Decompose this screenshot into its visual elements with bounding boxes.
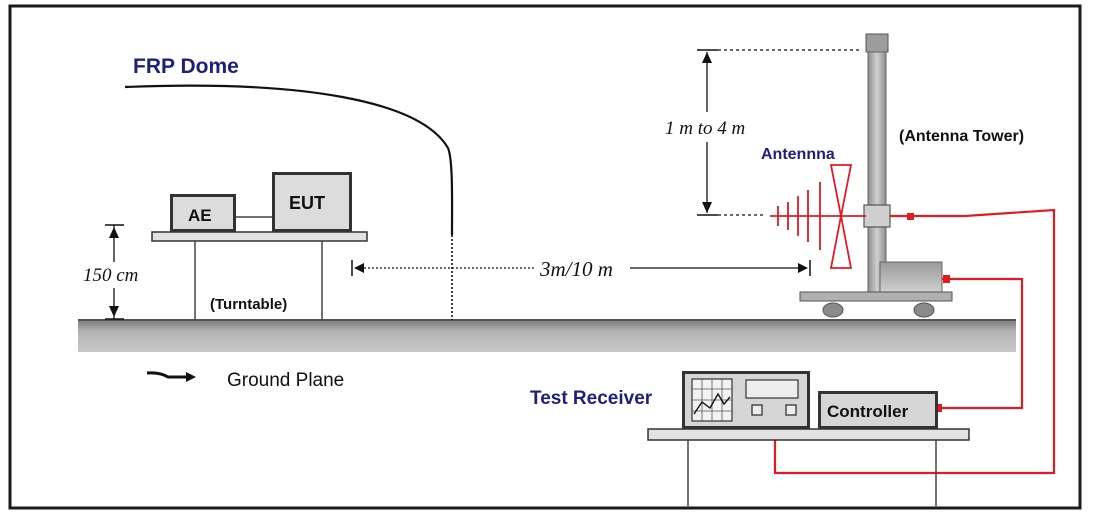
turntable-top (151, 231, 368, 242)
antenna-tower-label: (Antenna Tower) (899, 128, 1024, 145)
antenna-cable (773, 208, 1056, 475)
frp-dome-label: FRP Dome (133, 55, 239, 78)
tower-wheel (913, 302, 935, 318)
ground-plane-label: Ground Plane (227, 370, 344, 391)
tower-base-box (879, 261, 943, 293)
controller-box (821, 394, 935, 426)
tower-base-plate (799, 291, 953, 302)
turntable-label: (Turntable) (210, 296, 287, 313)
antenna-mount (863, 204, 891, 228)
ground-plane (78, 320, 1016, 352)
height-range-label: 1 m to 4 m (665, 118, 745, 139)
log-periodic-antenna-icon (770, 164, 866, 269)
diagram-frame (8, 4, 1082, 510)
curved-arrow-icon (146, 371, 190, 379)
distance-label: 3m/10 m (539, 257, 613, 281)
ae-box (173, 197, 233, 229)
ae-label: AE (188, 206, 212, 225)
frp-dome-outline (124, 84, 454, 236)
eut-box (275, 175, 349, 229)
eut-label: EUT (289, 193, 325, 213)
tower-cap (865, 33, 889, 53)
receiver-display (745, 379, 799, 399)
receiver-knob (751, 404, 763, 416)
controller-label: Controller (827, 402, 909, 421)
antenna-label: Antennna (761, 146, 835, 163)
controller-cable (940, 277, 1024, 410)
receiver-knob (785, 404, 797, 416)
height-150-label: 150 cm (83, 265, 138, 286)
tower-mast (867, 51, 887, 293)
tower-wheel (822, 302, 844, 318)
receiver-screen-icon (691, 378, 733, 422)
receiver-table-top (647, 428, 970, 441)
test-receiver-label: Test Receiver (530, 388, 653, 409)
